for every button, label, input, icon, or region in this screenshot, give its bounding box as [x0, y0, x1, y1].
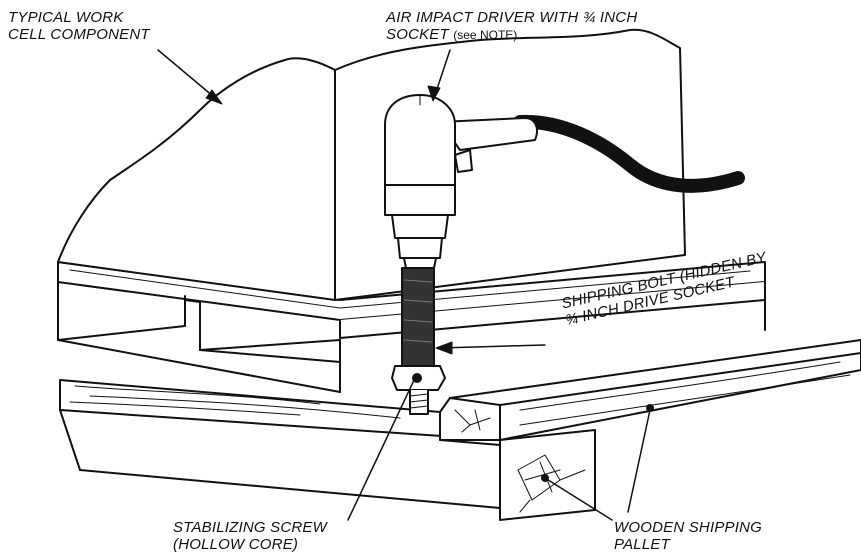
label-line: PALLET	[614, 536, 670, 553]
air-impact-driver	[384, 94, 745, 269]
label-line: CELL COMPONENT	[8, 26, 150, 43]
label-line: TYPICAL WORK	[8, 9, 124, 26]
label-line: STABILIZING SCREW	[173, 519, 327, 536]
pallet-front-board	[59, 379, 441, 441]
label-line: (HOLLOW CORE)	[173, 536, 299, 553]
label-line: AIR IMPACT DRIVER WITH ¾ INCH	[386, 9, 638, 26]
label-work-cell-component: TYPICAL WORK CELL COMPONENT	[8, 9, 150, 43]
stabilizing-screw	[391, 365, 446, 415]
label-wooden-pallet: WOODEN SHIPPING PALLET	[614, 519, 762, 553]
label-line: SOCKET (see NOTE)	[386, 26, 637, 44]
pallet-top-board	[439, 339, 861, 441]
leader-pallet-dot-block	[541, 474, 549, 482]
label-note: (see NOTE)	[453, 28, 518, 42]
leader-pallet-dot-top	[646, 404, 654, 412]
leader-shipping-bolt	[439, 344, 546, 349]
leader-cell-arrowhead	[205, 89, 223, 105]
work-cell-component	[57, 28, 686, 301]
leader-pallet-top	[627, 409, 651, 513]
label-text: SOCKET	[386, 26, 449, 43]
leader-pallet-block	[544, 477, 613, 521]
leader-stabilizing-screw	[347, 377, 416, 521]
leader-driver-arrowhead	[427, 85, 441, 102]
drive-socket	[401, 267, 435, 367]
label-stabilizing-screw: STABILIZING SCREW (HOLLOW CORE)	[173, 519, 327, 553]
label-line: WOODEN SHIPPING	[614, 519, 763, 536]
leader-bolt-arrowhead	[435, 341, 453, 355]
label-air-impact-driver: AIR IMPACT DRIVER WITH ¾ INCH SOCKET (se…	[386, 9, 637, 44]
